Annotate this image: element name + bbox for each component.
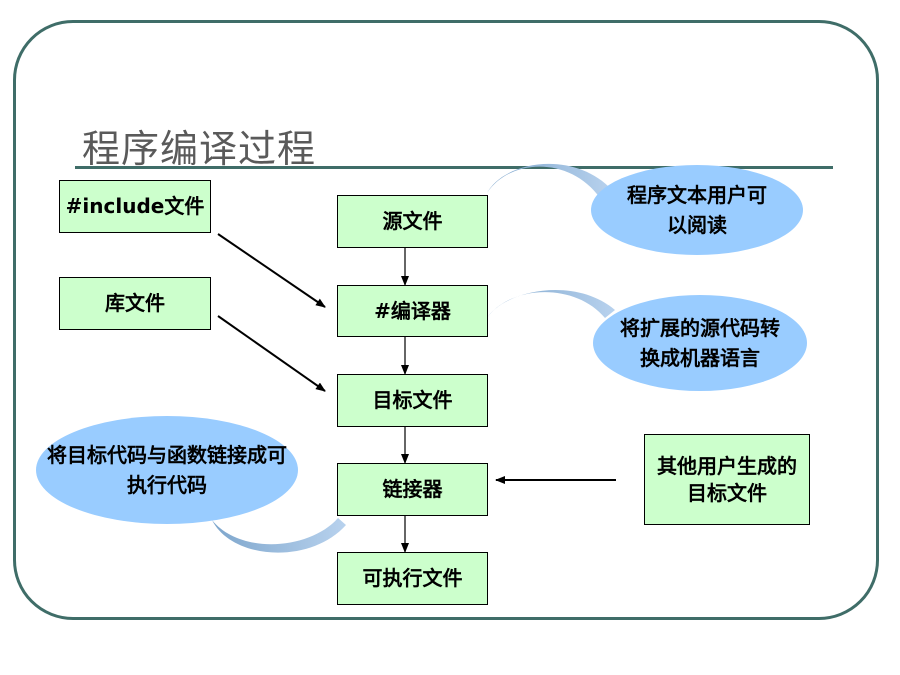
slide-title: 程序编译过程	[82, 127, 317, 171]
linker-note-swoosh	[212, 518, 346, 553]
compiler-note-swoosh	[487, 290, 615, 318]
compiler-box: #编译器	[337, 285, 488, 337]
include-file-label: #include文件	[65, 194, 205, 218]
compiler-note-bubble: 将扩展的源代码转换成机器语言	[593, 295, 807, 391]
title-underline	[75, 166, 833, 169]
source-note-bubble: 程序文本用户可以阅读	[591, 165, 803, 255]
arrow-library-to-object	[217, 315, 326, 392]
include-file-box: #include文件	[59, 180, 211, 233]
other-objects-box: 其他用户生成的目标文件	[644, 434, 810, 525]
arrow-include-to-compiler	[217, 233, 326, 308]
source-file-box: 源文件	[337, 195, 488, 248]
library-file-box: 库文件	[59, 277, 211, 330]
linker-note-bubble: 将目标代码与函数链接成可执行代码	[36, 416, 298, 524]
slide-frame	[13, 20, 879, 620]
source-note-swoosh	[487, 163, 612, 198]
executable-file-box: 可执行文件	[337, 552, 488, 605]
object-file-box: 目标文件	[337, 374, 488, 427]
linker-box: 链接器	[337, 463, 488, 516]
